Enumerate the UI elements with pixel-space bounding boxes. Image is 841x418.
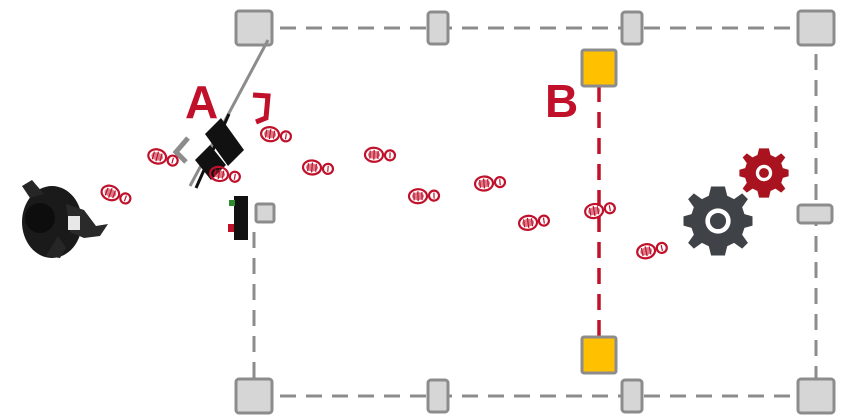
footprints-path [100,126,669,260]
footprint-icon [636,240,668,260]
fence-post [256,204,274,222]
sensor-icon [582,50,616,86]
footprint-icon [260,126,292,144]
person-walking-topview-icon [22,180,108,258]
fence-post [622,380,642,412]
fence-posts [236,11,834,413]
footprint-icon [209,166,241,185]
label-a: A [185,76,218,128]
footprint-icon [474,175,505,192]
footprint-icon [409,188,439,203]
footprint-icon [518,213,550,231]
label-b: B [545,75,578,127]
fence-post [798,379,834,413]
fence-post [798,11,834,45]
fence-post [622,12,642,44]
fence-post [798,205,832,223]
fence-post [236,379,272,413]
fence-post [428,12,448,44]
footprint-icon [100,183,133,206]
sensor-post-icon [228,196,248,240]
fence-post [428,380,448,412]
footprint-icon [365,147,395,162]
gear-icon [684,187,753,256]
gear-icon [739,148,788,197]
footprint-icon [302,160,333,177]
sensor-icon [582,337,616,373]
